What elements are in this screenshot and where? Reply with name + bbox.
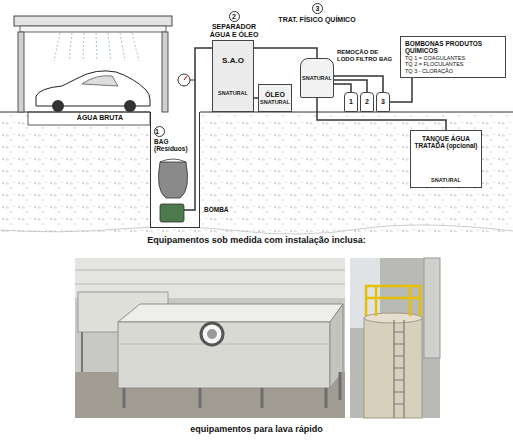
- photo-tank: [118, 304, 343, 322]
- ground-line: [0, 111, 513, 112]
- figure-caption: equipamentos para lava rápido: [0, 424, 513, 434]
- callout-number: 1: [154, 126, 165, 137]
- car-wheel: [52, 100, 64, 112]
- chemical-drum: 2: [360, 92, 374, 112]
- bag-symbol: [160, 159, 186, 162]
- section-heading: TRAT. FÍSICO QUÍMICO: [257, 16, 377, 24]
- separator-tank: 2SEPARADOR ÁGUA E ÓLEOS.A.OSNATURAL: [212, 40, 254, 112]
- bag-pit: 1BAG (Resíduos): [150, 112, 200, 228]
- photo-fitting: [207, 329, 217, 339]
- chemical-drum: 3: [376, 92, 390, 112]
- tank-label: S.A.O: [222, 56, 244, 65]
- bag-filter: REMOÇÃO DE LODO FILTRO BAGSNATURAL: [300, 58, 334, 98]
- car-window: [82, 76, 118, 86]
- part-label: BAG (Resíduos): [154, 138, 197, 153]
- bag-symbol: [158, 162, 187, 198]
- heading: BOMBONAS PRODUTOS QUÍMICOS: [405, 40, 501, 55]
- heading-group: 2SEPARADOR ÁGUA E ÓLEO: [204, 11, 264, 39]
- list-item: TQ 2 = FLOCULANTES: [405, 61, 464, 67]
- logo-text: SNATURAL: [218, 90, 248, 96]
- treated-water-tank: TANQUE ÁGUA TRATADA (opcional) SNATURAL: [410, 130, 482, 188]
- photo-pipe: [424, 258, 440, 358]
- photo-railing: [366, 286, 420, 316]
- heading: SEPARADOR ÁGUA E ÓLEO: [204, 23, 264, 39]
- pit-interior: [150, 112, 200, 228]
- tank-label: ÓLEO: [265, 91, 285, 99]
- drum-number: 2: [365, 98, 369, 106]
- photo-background: [350, 258, 440, 418]
- heading: REMOÇÃO DE LODO FILTRO BAG: [337, 49, 393, 63]
- pipe-connector: [334, 84, 351, 92]
- pump-symbol: [160, 204, 184, 222]
- logo-text: SNATURAL: [302, 75, 332, 81]
- callout-number: 3: [312, 3, 323, 14]
- photo-fitting: [201, 323, 223, 345]
- pipe-connector: [334, 76, 383, 92]
- soil: [0, 112, 513, 232]
- photo-tank: [118, 322, 330, 388]
- photo-ladder: [394, 320, 404, 418]
- pressure-gauge: [178, 74, 190, 86]
- photo-frame: [124, 372, 340, 408]
- photo-tank: [364, 313, 422, 323]
- list-item: TQ 3 - CLORAÇÃO: [405, 68, 453, 74]
- water-channel: [28, 112, 150, 125]
- canopy-post: [18, 32, 24, 112]
- pipe-connector: [390, 78, 412, 102]
- pipe-connector: [317, 98, 446, 130]
- logo-text: SNATURAL: [260, 99, 290, 105]
- part-label: BOMBA: [204, 206, 244, 213]
- heading-group: REMOÇÃO DE LODO FILTRO BAG: [337, 49, 393, 63]
- water-spray: [54, 33, 139, 61]
- list-item: TQ 1 = COAGULANTES: [405, 55, 465, 61]
- photo-tank: [364, 318, 422, 418]
- canopy-ceiling: [20, 26, 166, 32]
- callout-number: 2: [229, 11, 240, 22]
- pipe-connector: [195, 48, 212, 112]
- pipe-connector: [254, 48, 317, 58]
- tank-label: TANQUE ÁGUA TRATADA (opcional): [414, 135, 478, 150]
- callout-box: BOMBONAS PRODUTOS QUÍMICOSTQ 1 = COAGULA…: [400, 36, 506, 78]
- canopy-post: [162, 32, 168, 112]
- photo-beam: [75, 270, 345, 284]
- drum-number: 1: [349, 98, 353, 106]
- car: [36, 71, 150, 106]
- canopy-roof: [14, 16, 172, 26]
- pipe-connector: [334, 80, 367, 92]
- figure-title: Equipamentos sob medida com instalação i…: [0, 235, 513, 245]
- car-wheel: [124, 100, 136, 112]
- chemical-drum: 1: [344, 92, 358, 112]
- photo-background: [75, 258, 345, 418]
- oil-box: ÓLEOSNATURAL: [258, 84, 292, 112]
- gauge-needle: [184, 76, 187, 80]
- soil-edge: [0, 225, 513, 234]
- flow-label: ÁGUA BRUTA: [55, 114, 145, 122]
- photo-rib: [118, 344, 330, 345]
- drum-number: 3: [381, 98, 385, 106]
- logo-text: SNATURAL: [431, 177, 461, 183]
- pump-pipe: [184, 112, 195, 210]
